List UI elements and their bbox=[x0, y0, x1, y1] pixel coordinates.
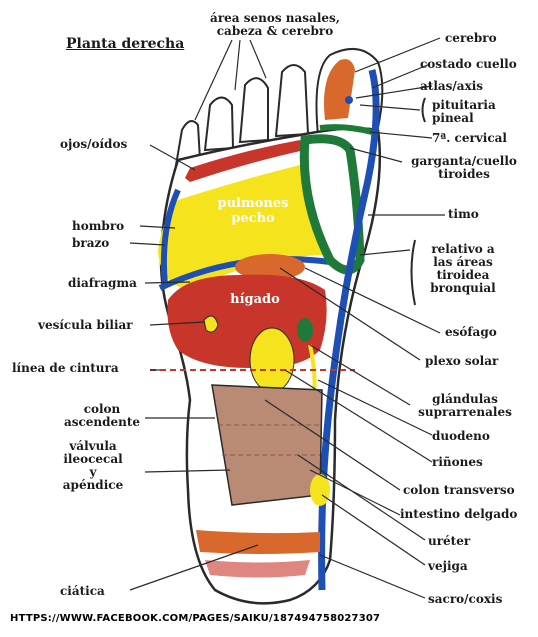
label-timo: timo bbox=[448, 207, 479, 221]
label-costado-cuello: costado cuello bbox=[420, 57, 517, 71]
toe-3 bbox=[238, 77, 269, 144]
shoulder-line bbox=[160, 188, 181, 286]
label-plexo: plexo solar bbox=[425, 354, 499, 368]
label-pituitaria: pituitaria pineal bbox=[432, 98, 496, 125]
sciatic-band bbox=[196, 530, 320, 554]
label-garganta: garganta/cuello tiroides bbox=[411, 154, 517, 181]
label-linea-cintura: línea de cintura bbox=[12, 361, 119, 375]
throat-thyroid bbox=[299, 134, 365, 275]
cervical-green bbox=[319, 124, 373, 135]
gallbladder bbox=[203, 315, 219, 333]
label-rinones: riñones bbox=[432, 455, 483, 469]
heel-red bbox=[205, 560, 310, 578]
label-brazo: brazo bbox=[72, 236, 110, 250]
label-valvula: válvula ileocecal y apéndice bbox=[62, 439, 124, 492]
kidney-yellow bbox=[249, 327, 295, 393]
toe-small bbox=[174, 120, 202, 167]
zone-lungs: pulmones pecho bbox=[217, 196, 289, 226]
label-vejiga: vejiga bbox=[428, 559, 468, 573]
footer-url: HTTPS://WWW.FACEBOOK.COM/PAGES/SAIKU/187… bbox=[10, 613, 381, 624]
page-title: Planta derecha bbox=[66, 36, 185, 52]
label-colon-transverso: colon transverso bbox=[403, 483, 515, 497]
label-ureter: uréter bbox=[428, 534, 471, 548]
label-area-senos: área senos nasales, cabeza & cerebro bbox=[210, 11, 340, 38]
bracket-pituitary bbox=[421, 97, 426, 123]
label-cervical: 7ª. cervical bbox=[432, 131, 507, 145]
label-diafragma: diafragma bbox=[68, 276, 137, 290]
bladder bbox=[310, 474, 330, 506]
label-hombro: hombro bbox=[72, 219, 125, 233]
label-cerebro: cerebro bbox=[445, 31, 497, 45]
bracket-relativo bbox=[410, 239, 416, 306]
zone-liver: hígado bbox=[230, 292, 280, 307]
label-glandulas: glándulas suprarrenales bbox=[418, 392, 512, 419]
label-vesicula: vesícula biliar bbox=[38, 318, 133, 332]
big-toe-brain-area bbox=[324, 59, 355, 120]
label-intestino: intestino delgado bbox=[400, 507, 518, 521]
label-ciatica: ciática bbox=[60, 584, 105, 598]
label-sacro: sacro/coxis bbox=[428, 592, 503, 606]
label-ojos: ojos/oídos bbox=[60, 137, 128, 151]
toe-2 bbox=[274, 64, 310, 138]
lung-region bbox=[158, 165, 330, 290]
label-relativo: relativo a las áreas tiroidea bronquial bbox=[430, 242, 496, 295]
label-colon-ascendente: colon ascendente bbox=[63, 402, 141, 429]
label-esofago: esófago bbox=[445, 325, 497, 339]
label-duodeno: duodeno bbox=[432, 429, 490, 443]
colon-region bbox=[211, 384, 323, 506]
eye-ear-band bbox=[185, 140, 305, 182]
leader-lines bbox=[129, 37, 445, 599]
pituitary-dot bbox=[345, 96, 353, 104]
adrenal-green bbox=[297, 318, 313, 342]
label-atlas-axis: atlas/axis bbox=[420, 79, 484, 93]
toe-4 bbox=[203, 96, 235, 152]
